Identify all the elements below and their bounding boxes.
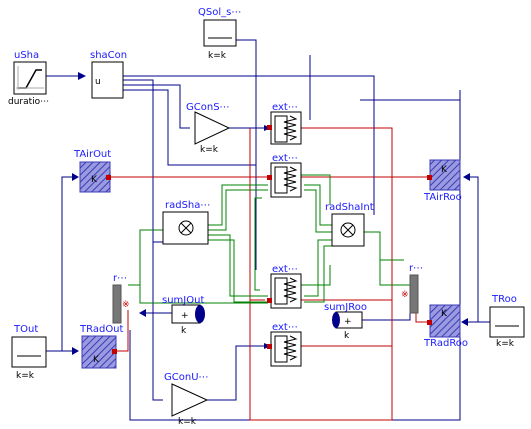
block-ext1[interactable]: ext⋯ bbox=[270, 102, 302, 145]
block-rRight[interactable]: ※ r⋯ bbox=[401, 263, 423, 314]
GConS-param: k=k bbox=[200, 145, 219, 155]
TAirOut-unit: K bbox=[91, 175, 98, 185]
block-GConS[interactable]: GConS⋯ k=k bbox=[186, 102, 231, 155]
sumJRoo-label: sumJRoo bbox=[324, 302, 367, 313]
block-QSol[interactable]: QSol_s⋯ k=k bbox=[198, 7, 241, 61]
block-TAirOut[interactable]: K TAirOut bbox=[73, 149, 111, 193]
sumJRoo-param: k bbox=[344, 331, 350, 341]
uSha-param: duratio⋯ bbox=[8, 97, 49, 107]
ext1-label: ext⋯ bbox=[272, 102, 298, 113]
TAirRoo-label: TAirRoo bbox=[423, 192, 462, 203]
TRoo-label: TRoo bbox=[491, 294, 517, 305]
TOut-param: k=k bbox=[16, 371, 35, 381]
sumJOut-symbol: + bbox=[181, 311, 189, 321]
shaCon-port: u bbox=[95, 77, 101, 87]
block-TOut[interactable]: TOut k=k bbox=[11, 324, 47, 381]
TAirRoo-unit: K bbox=[441, 165, 448, 175]
GConU-param: k=k bbox=[178, 417, 197, 427]
TAirOut-label: TAirOut bbox=[73, 149, 111, 160]
shaCon-label: shaCon bbox=[90, 50, 127, 61]
block-sumJOut[interactable]: + sumJOut k bbox=[162, 295, 205, 336]
block-radSha[interactable]: radSha⋯ bbox=[162, 200, 210, 245]
QSol-param: k=k bbox=[208, 51, 227, 61]
GConU-label: GConU⋯ bbox=[164, 372, 209, 383]
heat-wires bbox=[103, 127, 430, 421]
TRadRoo-label: TRadRoo bbox=[423, 338, 468, 349]
GConS-label: GConS⋯ bbox=[186, 102, 230, 113]
sumJOut-label: sumJOut bbox=[162, 295, 204, 306]
uSha-label: uSha bbox=[14, 50, 39, 61]
block-ext4[interactable]: ext⋯ bbox=[270, 322, 302, 367]
TRadRoo-unit: K bbox=[441, 309, 448, 319]
TOut-label: TOut bbox=[13, 324, 38, 335]
QSol-label: QSol_s⋯ bbox=[198, 7, 241, 18]
block-sumJRoo[interactable]: + sumJRoo k bbox=[324, 302, 367, 341]
ext3-label: ext⋯ bbox=[272, 264, 298, 275]
block-ext3[interactable]: ext⋯ bbox=[270, 264, 302, 309]
block-TRadRoo[interactable]: K TRadRoo bbox=[423, 304, 468, 349]
radiation-wires bbox=[128, 174, 410, 304]
rLeft-label: r⋯ bbox=[113, 273, 127, 284]
block-rLeft[interactable]: ※ r⋯ bbox=[112, 273, 130, 324]
port-markers bbox=[106, 125, 432, 354]
rRight-label: r⋯ bbox=[409, 263, 423, 274]
svg-text:※: ※ bbox=[122, 300, 130, 310]
ext4-label: ext⋯ bbox=[272, 322, 298, 333]
TRoo-param: k=k bbox=[496, 339, 515, 349]
radSha-label: radSha⋯ bbox=[165, 200, 210, 211]
radShaInt-label: radShaInt bbox=[325, 202, 374, 213]
sumJRoo-symbol: + bbox=[344, 317, 352, 327]
block-ext2[interactable]: ext⋯ bbox=[270, 153, 302, 198]
TRadOut-unit: K bbox=[93, 355, 100, 365]
block-uSha[interactable]: uSha duratio⋯ bbox=[8, 50, 49, 107]
block-TAirRoo[interactable]: K TAirRoo bbox=[423, 159, 462, 203]
block-TRoo[interactable]: TRoo k=k bbox=[489, 294, 525, 349]
block-shaCon[interactable]: u shaCon bbox=[90, 50, 127, 99]
sumJOut-param: k bbox=[181, 326, 187, 336]
block-radShaInt[interactable]: radShaInt bbox=[325, 202, 374, 247]
block-TRadOut[interactable]: K TRadOut bbox=[79, 324, 124, 369]
block-GConU[interactable]: GConU⋯ k=k bbox=[164, 372, 209, 427]
svg-text:※: ※ bbox=[401, 290, 409, 300]
TRadOut-label: TRadOut bbox=[79, 324, 124, 335]
ext2-label: ext⋯ bbox=[272, 153, 298, 164]
